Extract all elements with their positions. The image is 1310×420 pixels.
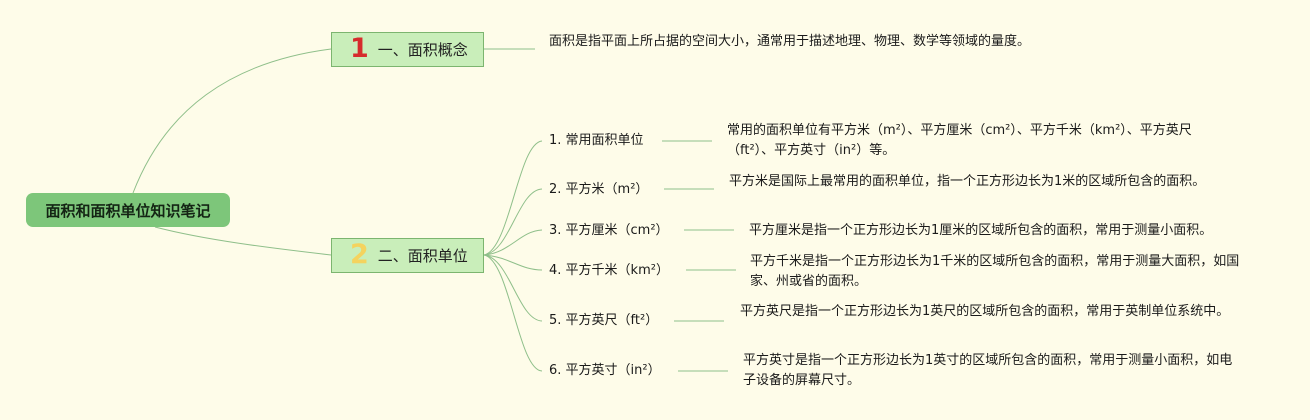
link-root-branch2 [154,226,332,256]
link-branch2-sub5 [483,254,543,322]
branch-label: 二、面积单位 [377,247,468,265]
root-label: 面积和面积单位知识笔记 [45,201,211,220]
sub-note-square-kilometer: 平方千米是指一个正方形边长为1千米的区域所包含的面积，常用于测量大面积，如国家、… [750,254,1240,289]
sub-node-square-foot[interactable]: 5. 平方英尺（ft²） [549,313,659,328]
sub-note-square-foot: 平方英尺是指一个正方形边长为1英尺的区域所包含的面积，常用于英制单位系统中。 [740,304,1230,319]
sub-note-square-meter: 平方米是国际上最常用的面积单位，指一个正方形边长为1米的区域所包含的面积。 [729,174,1206,189]
branch-node-concept[interactable]: 1 一、面积概念 [331,32,484,67]
link-branch2-sub3 [483,229,543,256]
sub-node-square-centimeter[interactable]: 3. 平方厘米（cm²） [549,223,669,238]
sub-node-square-inch[interactable]: 6. 平方英寸（in²） [549,363,661,378]
sub-note-common-units: 常用的面积单位有平方米（m²）、平方厘米（cm²）、平方千米（km²）、平方英尺… [727,123,1192,158]
link-root-branch1 [132,48,332,194]
sub-note-square-centimeter: 平方厘米是指一个正方形边长为1厘米的区域所包含的面积，常用于测量小面积。 [749,223,1213,238]
link-branch2-sub4 [483,254,543,271]
sub-node-common-units[interactable]: 1. 常用面积单位 [549,133,644,148]
branch-number-1: 1 [350,33,369,64]
link-branch2-sub6 [483,254,543,372]
root-node[interactable]: 面积和面积单位知识笔记 [26,193,230,227]
link-branch2-sub2 [483,188,543,256]
sub-note-square-inch: 平方英寸是指一个正方形边长为1英寸的区域所包含的面积，常用于测量小面积，如电子设… [743,353,1233,388]
sub-node-square-kilometer[interactable]: 4. 平方千米（km²） [549,263,669,278]
sub-node-square-meter[interactable]: 2. 平方米（m²） [549,182,649,197]
concept-note: 面积是指平面上所占据的空间大小，通常用于描述地理、物理、数学等领域的量度。 [549,34,1031,49]
branch-label: 一、面积概念 [377,41,468,59]
branch-number-2: 2 [350,239,369,270]
link-branch2-sub1 [483,140,543,256]
branch-node-units[interactable]: 2 二、面积单位 [331,238,484,273]
